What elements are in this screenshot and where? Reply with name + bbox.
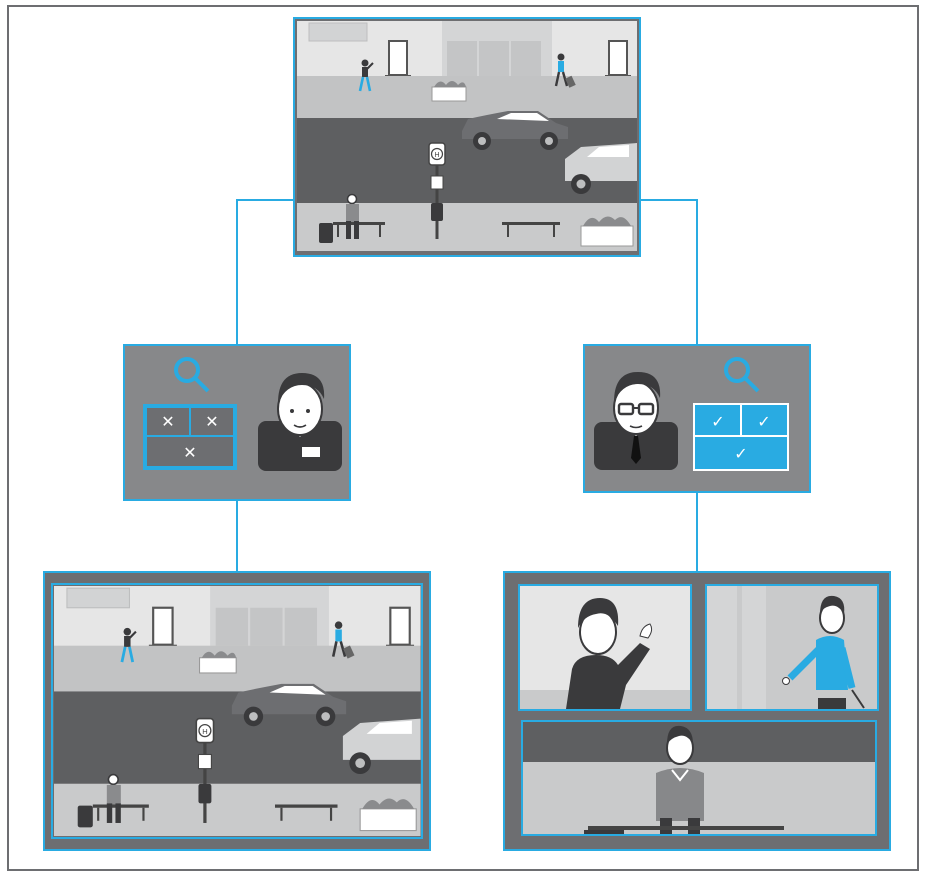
magnifier-icon (174, 357, 210, 393)
connector-top-right (640, 199, 698, 345)
right-check-panel: ✓ ✓ ✓ (583, 344, 811, 493)
mark-3: ✓ (734, 446, 747, 463)
magnifier-icon (724, 357, 760, 393)
left-match-grid: ✕ ✕ ✕ (143, 404, 237, 470)
mark-1: ✕ (161, 414, 174, 431)
connector-lines (236, 199, 698, 572)
mark-3: ✕ (183, 445, 196, 462)
connector-top-left (236, 199, 294, 345)
right-match-grid: ✓ ✓ ✓ (693, 403, 789, 471)
mark-2: ✕ (205, 414, 218, 431)
person-waving-crop (518, 584, 692, 711)
mark-1: ✓ (711, 414, 724, 431)
matching-person-icon (594, 372, 678, 470)
left-check-panel: ✕ ✕ ✕ (123, 344, 351, 501)
left-result-scene (43, 571, 431, 851)
mark-2: ✓ (757, 414, 770, 431)
person-at-bench-crop (521, 720, 877, 836)
person-walking-crop (705, 584, 879, 711)
right-result-crops (503, 571, 891, 851)
source-scene (293, 17, 641, 257)
